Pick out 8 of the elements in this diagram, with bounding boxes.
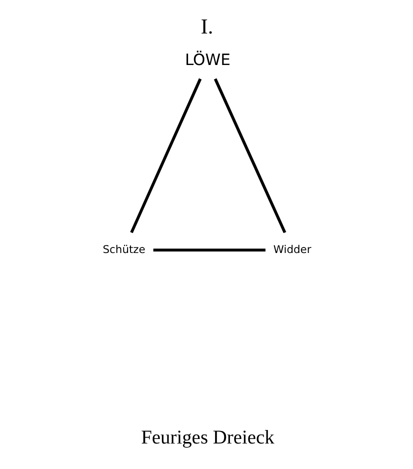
node-text: Widder bbox=[272, 242, 311, 256]
connector bbox=[152, 248, 265, 252]
node-text: LÖWE bbox=[184, 51, 230, 70]
connector bbox=[130, 78, 202, 234]
node-text: Schütze bbox=[102, 242, 145, 256]
connector bbox=[213, 78, 286, 234]
caption: Feuriges Dreieck bbox=[140, 428, 274, 449]
diagram-title: I. bbox=[200, 14, 213, 39]
